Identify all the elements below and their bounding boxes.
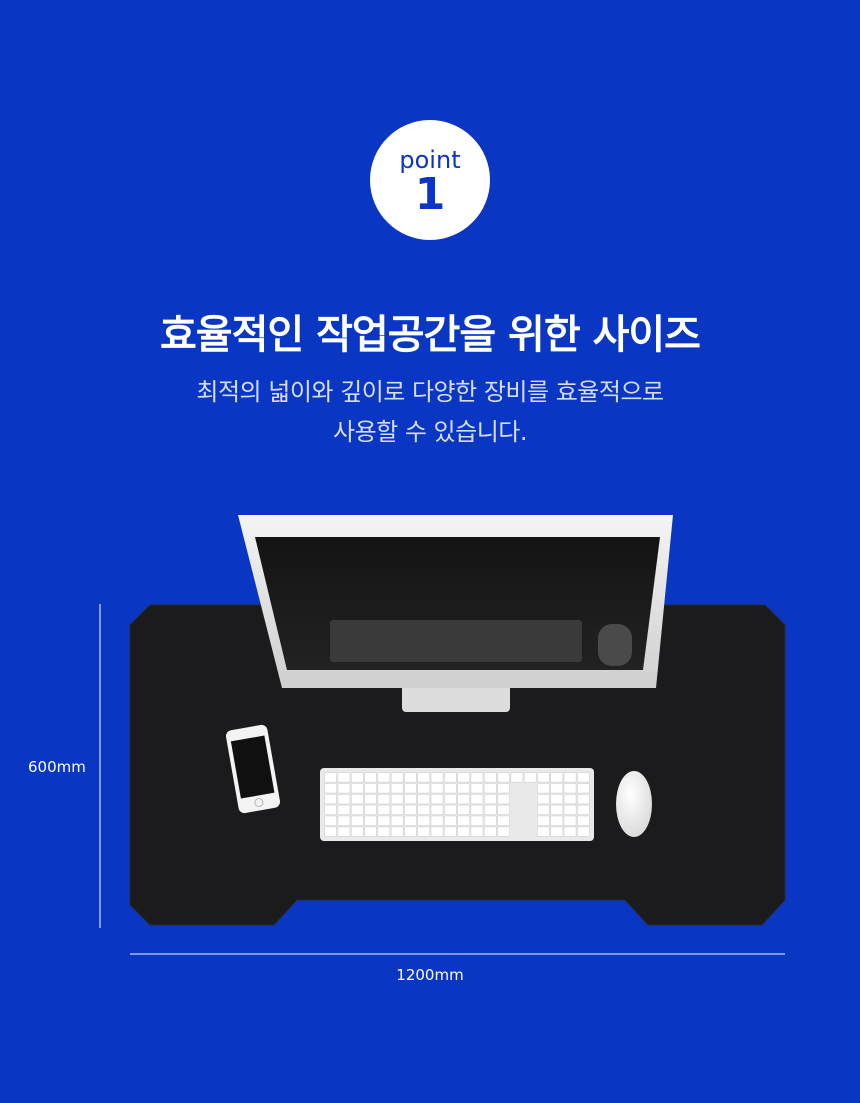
mouse-icon: [616, 771, 652, 837]
point-number: 1: [414, 169, 446, 220]
width-dimension-label: 1200mm: [396, 966, 464, 984]
keyboard-icon: [320, 768, 594, 841]
point-label: point: [399, 146, 461, 174]
point-badge: point 1: [370, 120, 490, 240]
smartphone-icon: [225, 724, 281, 814]
page-subtitle: 최적의 넓이와 깊이로 다양한 장비를 효율적으로 사용할 수 있습니다.: [0, 372, 860, 452]
monitor-icon: [238, 515, 673, 712]
depth-dimension-label: 600mm: [28, 758, 86, 776]
subtitle-line-2: 사용할 수 있습니다.: [332, 418, 528, 446]
subtitle-line-1: 최적의 넓이와 깊이로 다양한 장비를 효율적으로: [196, 378, 664, 406]
page-title: 효율적인 작업공간을 위한 사이즈: [160, 312, 701, 358]
